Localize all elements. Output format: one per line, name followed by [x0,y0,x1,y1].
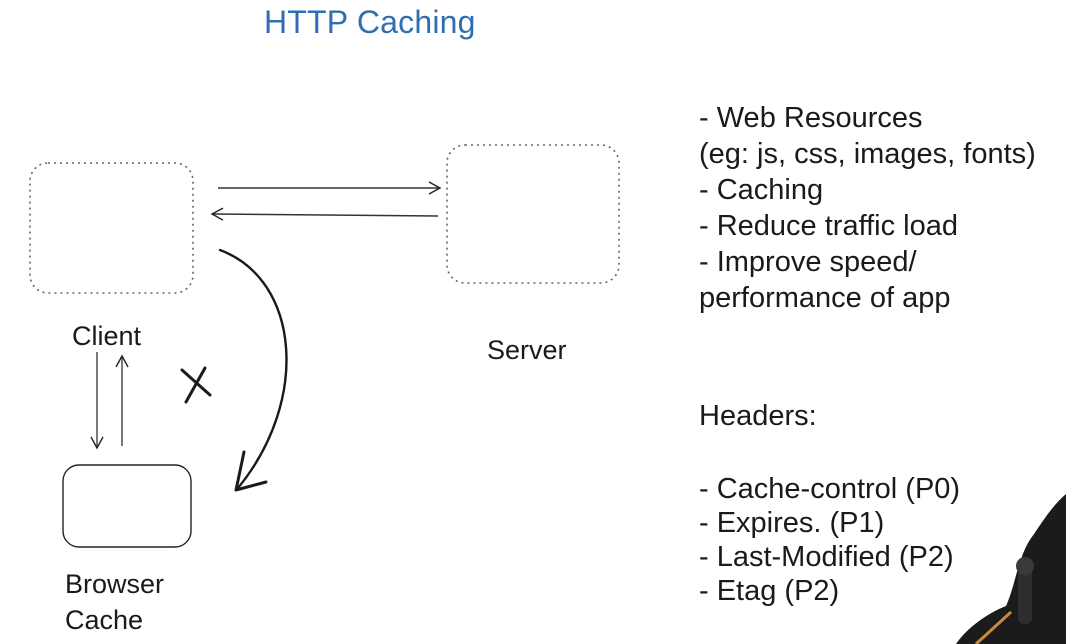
server-label: Server [487,335,567,365]
header-item: - Last-Modified (P2) [699,541,954,573]
note-item: (eg: js, css, images, fonts) [699,138,1036,170]
browser-cache-label: Browser Cache [65,566,164,638]
client-label: Client [72,321,142,351]
client-box [29,162,194,294]
note-item: performance of app [699,282,951,314]
cross-mark-icon [180,366,212,404]
speaker-silhouette [956,494,1066,644]
notes-list: - Web Resources (eg: js, css, images, fo… [699,100,1066,316]
browser-cache-label-line1: Browser [65,569,165,599]
browser-cache-box [62,464,192,548]
note-item: - Reduce traffic load [699,210,958,242]
header-item: - Cache-control (P0) [699,473,961,505]
headers-heading: Headers: [699,400,817,432]
note-item: - Improve speed/ [699,246,917,278]
server-box [446,144,620,284]
header-item: - Expires. (P1) [699,507,885,539]
response-arrow [210,207,439,221]
page-title: HTTP Caching [264,4,476,40]
cache-store-curve [218,248,288,490]
headers-list: - Cache-control (P0) - Expires. (P1) - L… [699,472,960,608]
cache-store-arrowhead [234,450,268,492]
note-item: - Caching [699,174,824,206]
header-item: - Etag (P2) [699,575,840,607]
browser-cache-label-line2: Cache [65,605,144,635]
note-item: - Web Resources [699,102,923,134]
